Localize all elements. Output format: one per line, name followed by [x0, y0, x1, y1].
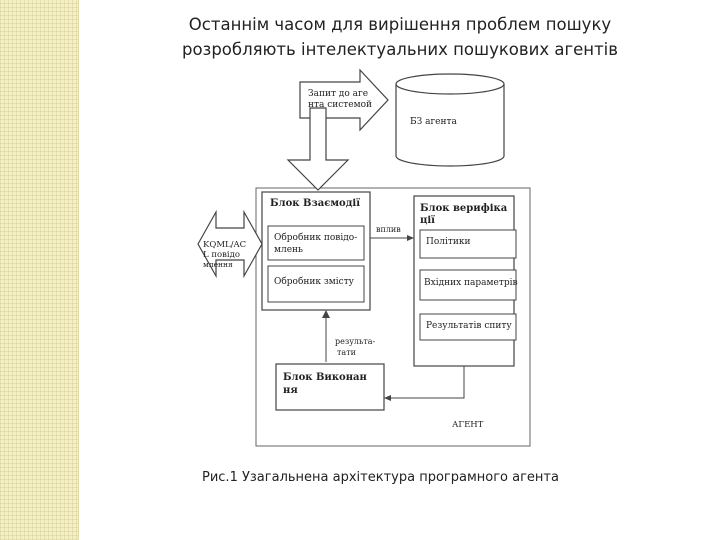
kb-cylinder-body — [395, 84, 505, 167]
kb-cylinder-top — [395, 73, 505, 95]
verify-exec-link — [384, 366, 465, 399]
execution-label-1: Блок Виконан — [283, 372, 367, 383]
input-params-box — [419, 269, 517, 301]
agent-frame — [255, 187, 531, 447]
kb-label: БЗ агента — [410, 117, 457, 127]
verify-exec-arrowhead — [384, 395, 391, 401]
interaction-block-label: Блок Взаємодії — [270, 198, 360, 209]
kqml-label-3: млення — [203, 260, 233, 269]
content-handler-label: Обробник змісту — [274, 276, 355, 287]
down-arrow — [286, 107, 350, 191]
kqml-arrow — [197, 209, 263, 279]
figure-caption: Рис.1 Узагальнена архітектура програмног… — [202, 470, 559, 485]
title-line-1: Останнім часом для вирішення проблем пош… — [188, 15, 612, 34]
decorative-sidebar — [0, 0, 79, 540]
content-handler-box — [267, 265, 365, 303]
execution-block — [275, 363, 385, 411]
message-handler-label-1: Обробник повідо- — [274, 232, 357, 243]
message-handler-box — [267, 225, 365, 261]
search-results-box — [419, 313, 517, 341]
execution-label-2: ня — [283, 385, 298, 396]
policies-box — [419, 229, 517, 259]
request-label-1: Запит до аге — [308, 89, 368, 99]
input-params-label: Вхідних параметрів — [424, 278, 518, 288]
request-label-2: нта системой — [308, 100, 372, 110]
policies-label: Політики — [426, 237, 470, 247]
results-label-2: тати — [337, 348, 356, 357]
agent-label: АГЕНТ — [452, 420, 484, 430]
kqml-label-1: KQML/AC — [203, 240, 246, 250]
message-handler-label-2: млень — [274, 245, 303, 255]
verification-label-1: Блок верифіка — [420, 203, 508, 214]
results-arrowhead — [322, 310, 330, 318]
influence-arrowhead — [407, 235, 414, 241]
search-results-label: Результатів спиту — [426, 321, 512, 331]
influence-label: вплив — [376, 225, 401, 234]
results-label-1: результа- — [335, 337, 376, 346]
slide-title: Останнім часом для вирішення проблем пош… — [120, 12, 680, 62]
title-line-2: розробляють інтелектуальних пошукових аг… — [181, 40, 618, 59]
verification-label-2: ції — [420, 215, 435, 226]
kqml-label-2: L повідо — [203, 250, 240, 260]
